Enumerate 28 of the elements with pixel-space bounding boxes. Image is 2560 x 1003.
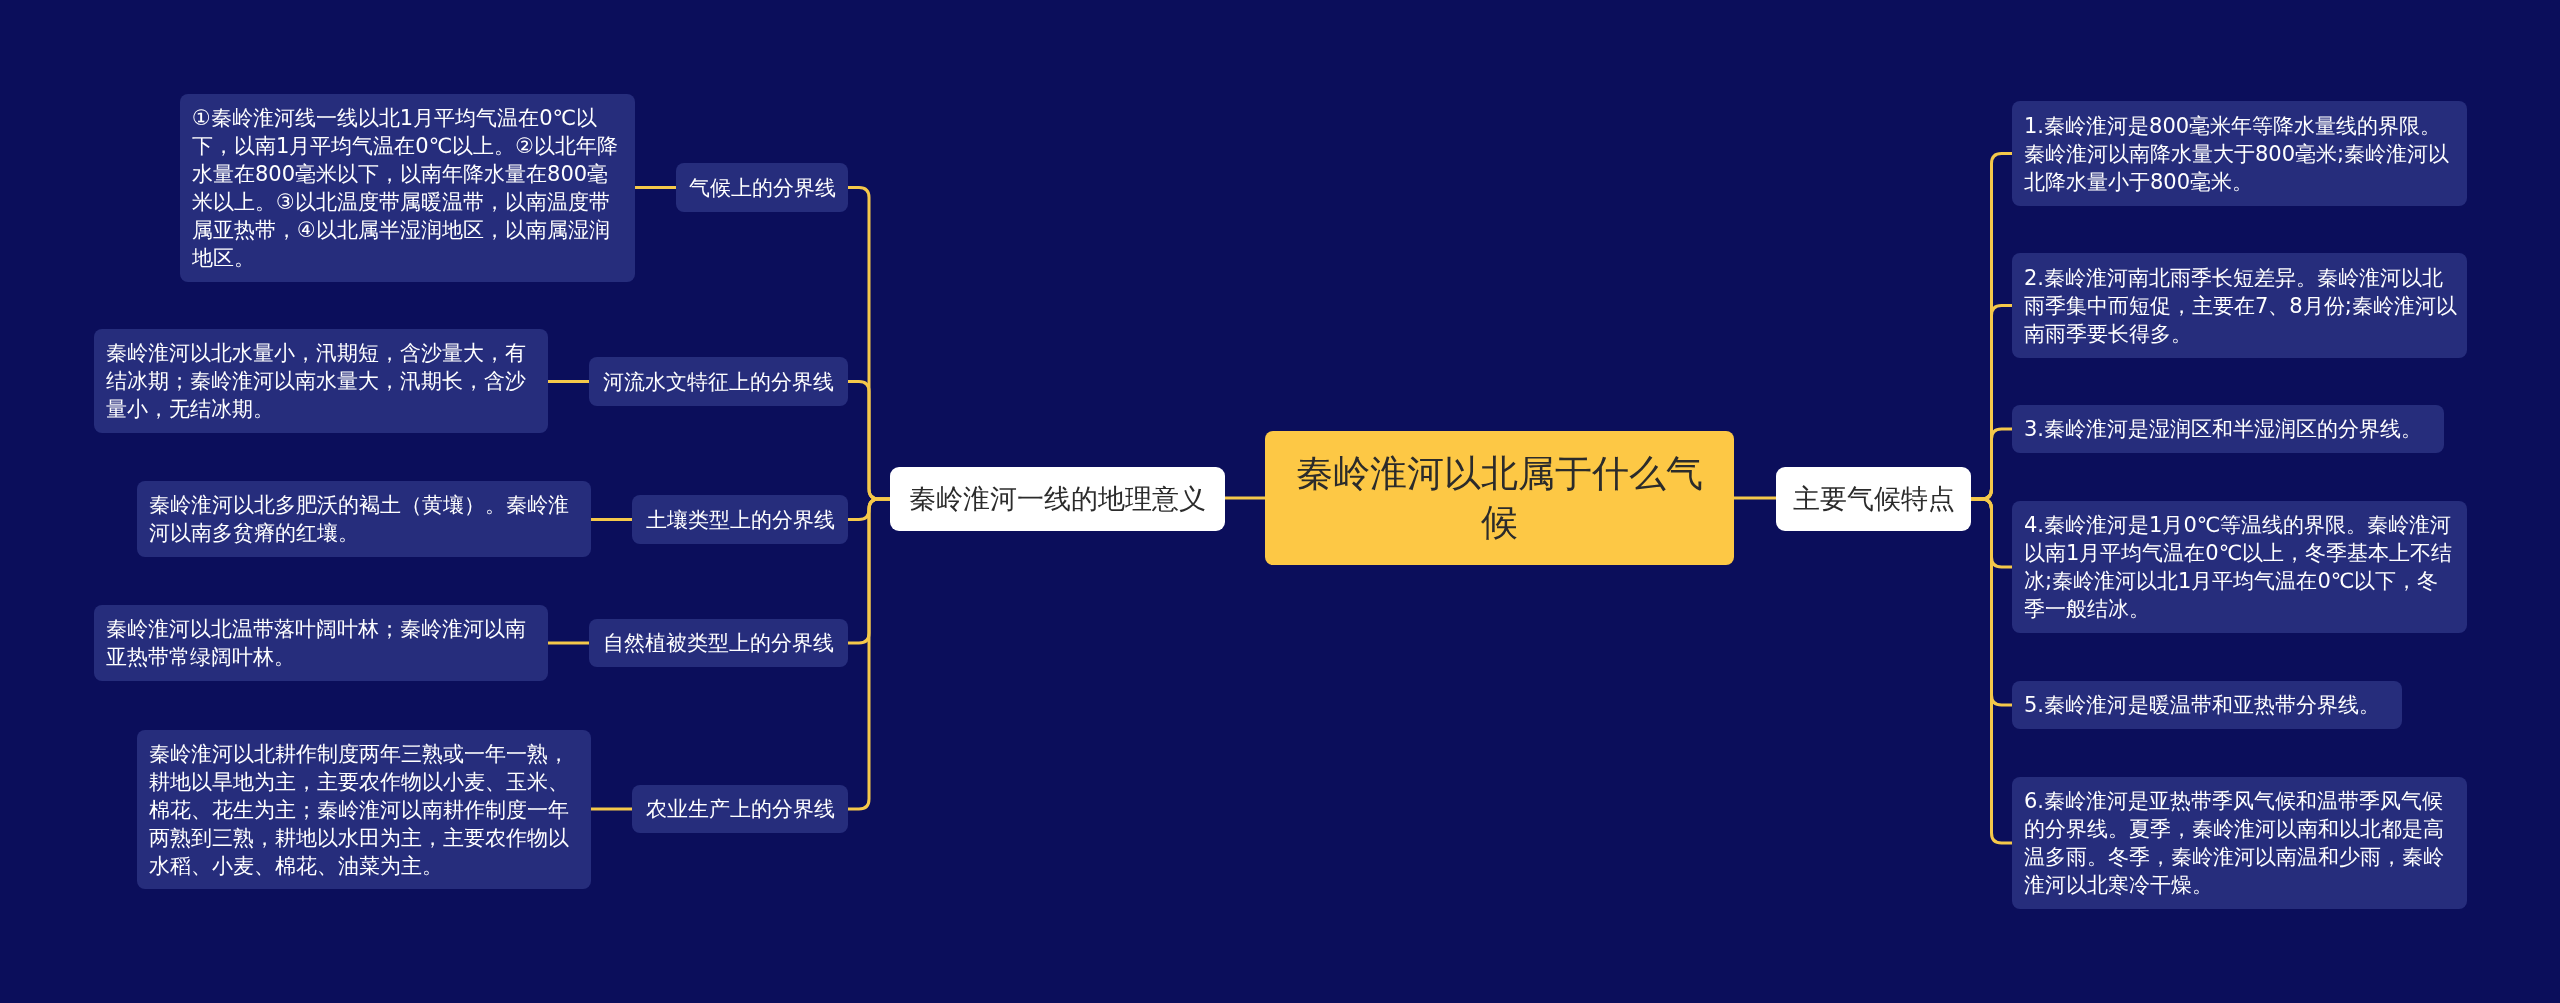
branch-box: 主要气候特点 [1776, 467, 1971, 531]
connector-line [1971, 497, 2012, 845]
note-box: 1.秦岭淮河是800毫米年等降水量线的界限。秦岭淮河以南降水量大于800毫米;秦岭淮河以北降水量小于800毫米。 [2012, 101, 2467, 206]
connector-line [548, 641, 589, 645]
note-box: 秦岭淮河以北温带落叶阔叶林；秦岭淮河以南亚热带常绿阔叶林。 [94, 605, 548, 681]
note-box: ①秦岭淮河线一线以北1月平均气温在0℃以下，以南1月平均气温在0℃以上。②以北年降水量在800毫米以下，以南年降水量在800毫米以上。③以北温度带属暖温带，以南温度带属亚热带，④以北属半湿润地区，以南属湿润地区。 [180, 94, 635, 282]
subtopic-box: 农业生产上的分界线 [632, 785, 848, 833]
connector-line [591, 518, 632, 521]
connector-line [591, 807, 632, 811]
note-box: 秦岭淮河以北耕作制度两年三熟或一年一熟，耕地以旱地为主，主要农作物以小麦、玉米、棉花、花生为主；秦岭淮河以南耕作制度一年两熟到三熟，耕地以水田为主，主要农作物以水稻、小麦、棉花、油菜为主。 [137, 730, 591, 889]
connector-line [848, 497, 890, 811]
note-box: 4.秦岭淮河是1月0℃等温线的界限。秦岭淮河以南1月平均气温在0℃以上，冬季基本上不结冰;秦岭淮河以北1月平均气温在0℃以下，冬季一般结冰。 [2012, 501, 2467, 633]
branch-box: 秦岭淮河一线的地理意义 [890, 467, 1225, 531]
note-box: 3.秦岭淮河是湿润区和半湿润区的分界线。 [2012, 405, 2444, 453]
connector-line [635, 186, 676, 189]
connector-line [548, 380, 589, 383]
note-box: 6.秦岭淮河是亚热带季风气候和温带季风气候的分界线。夏季，秦岭淮河以南和以北都是高温多雨。冬季，秦岭淮河以南温和少雨，秦岭淮河以北寒冷干燥。 [2012, 777, 2467, 909]
subtopic-box: 自然植被类型上的分界线 [589, 619, 848, 667]
topic-box: 秦岭淮河以北属于什么气候 [1265, 431, 1734, 565]
subtopic-box: 土壤类型上的分界线 [632, 495, 848, 544]
subtopic-box: 河流水文特征上的分界线 [589, 357, 848, 406]
note-box: 秦岭淮河以北水量小，汛期短，含沙量大，有结冰期；秦岭淮河以南水量大，汛期长，含沙量小，无结冰期。 [94, 329, 548, 433]
connector-line [1225, 496, 1265, 500]
note-box: 2.秦岭淮河南北雨季长短差异。秦岭淮河以北雨季集中而短促，主要在7、8月份;秦岭淮河以南雨季要长得多。 [2012, 253, 2467, 358]
connector-line [1734, 496, 1776, 500]
note-box: 5.秦岭淮河是暖温带和亚热带分界线。 [2012, 681, 2402, 729]
subtopic-box: 气候上的分界线 [676, 163, 848, 212]
note-box: 秦岭淮河以北多肥沃的褐土（黄壤）。秦岭淮河以南多贫瘠的红壤。 [137, 481, 591, 557]
